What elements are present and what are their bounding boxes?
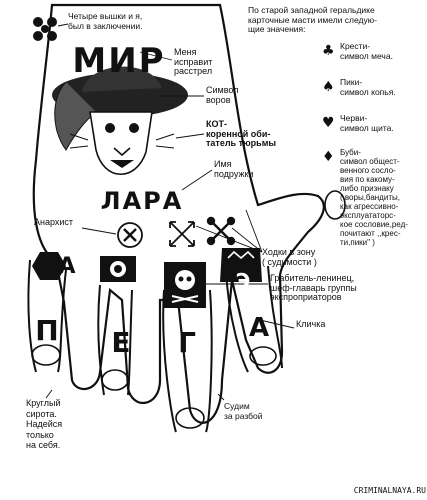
finger-letter: П (35, 314, 59, 347)
legend-text: Черви- символ щита. (340, 113, 394, 133)
finger-letter: А (58, 254, 76, 279)
callout-execution: Меня исправит расстрел (174, 47, 213, 76)
top-word-tattoo: МИР (72, 41, 166, 81)
finger-letter: Э (235, 269, 251, 293)
finger-letter: А (248, 313, 270, 343)
legend-text: Буби- символ общест- венного сосло- вия … (340, 148, 408, 247)
cat-in-hat-icon (52, 66, 188, 176)
skull-ring-icon (164, 262, 206, 308)
finger-letter: Е (111, 326, 131, 359)
legend-text: Крести- символ меча. (340, 41, 393, 61)
callout-cat: КОТ- коренной оби- татель тюрьмы (206, 119, 277, 148)
diamond-icon: ♦ (322, 149, 335, 165)
callout-walks: Ходки в зону ( судимости ) (262, 247, 317, 267)
callout-convicted: Судим за разбой (224, 401, 263, 421)
nail (175, 407, 205, 429)
ring-diamond-icon (32, 252, 66, 280)
nail (249, 346, 277, 366)
four-towers-dots-icon (33, 17, 57, 41)
finger-letter: Г (178, 326, 196, 359)
callout-robber: Грабитель-ленинец, шеф-главарь группы эк… (270, 273, 357, 302)
watermark: CRIMINALNAYA.RU (353, 486, 426, 495)
dotted-cross-icon (206, 216, 236, 246)
nail (101, 369, 129, 391)
callout-towers: Четыре вышки и я, был в заключении. (68, 11, 143, 31)
callout-thieves-symbol: Символ воров (206, 85, 239, 105)
legend-text: Пики- символ копья. (340, 77, 396, 97)
nail (324, 190, 346, 220)
callout-anarchist: Анархист (34, 217, 74, 227)
heart-icon: ♥ (322, 115, 335, 131)
club-icon: ♣ (322, 43, 335, 59)
crown-ring-icon (220, 248, 262, 282)
ring-circle-icon (100, 256, 136, 282)
legend-intro: По старой западной геральдике карточные … (248, 5, 377, 34)
callout-orphan: Круглый сирота. Надейся только на себя. (26, 398, 63, 450)
anarchist-x-icon (117, 222, 143, 248)
nail (31, 344, 61, 366)
wrist-word-tattoo: ЛАРА (100, 187, 184, 215)
callout-girlfriend: Имя подружки (214, 159, 254, 179)
arrows-cross-icon (169, 221, 195, 247)
callout-nickname: Кличка (296, 319, 326, 329)
hand-outline (32, 3, 325, 424)
spade-icon: ♠ (322, 79, 335, 95)
